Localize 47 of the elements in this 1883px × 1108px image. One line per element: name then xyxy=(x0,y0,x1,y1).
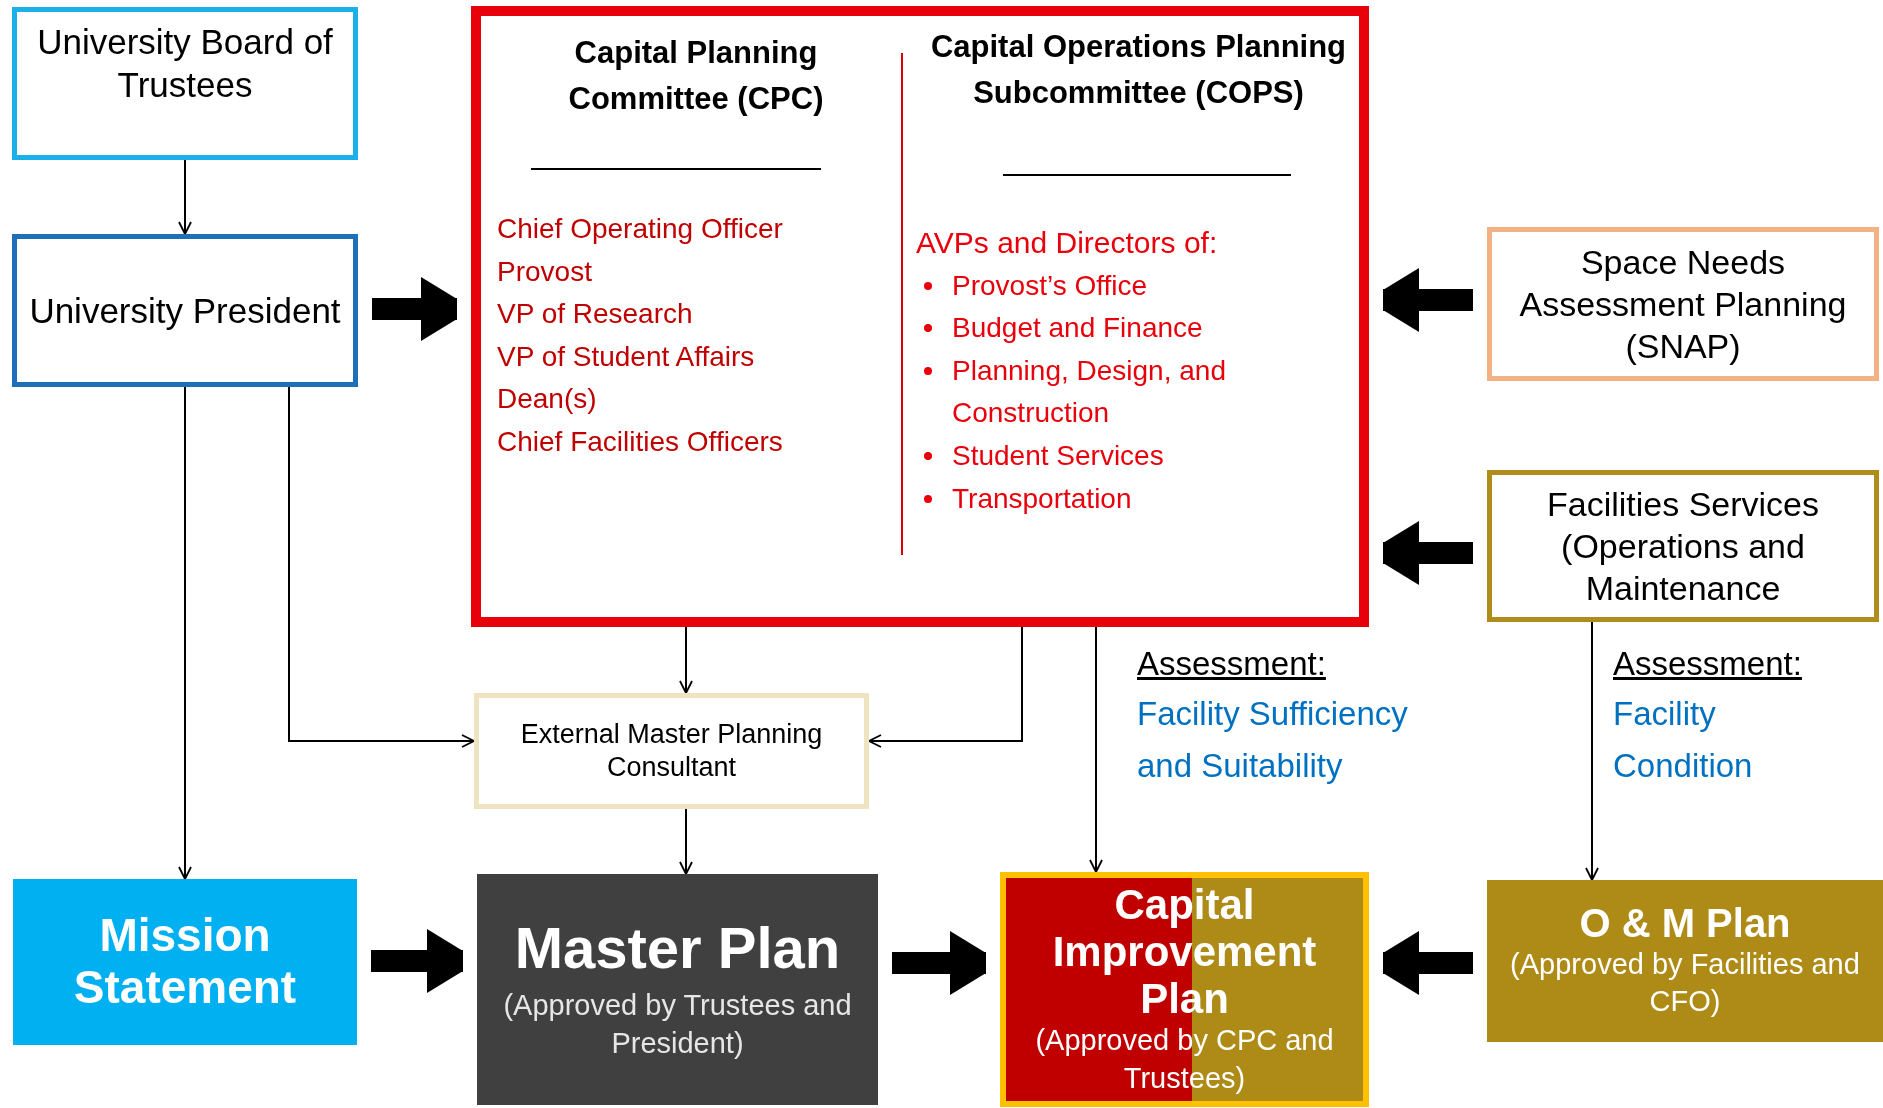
committee-heading: Capital Planning Committee (CPC) xyxy=(567,34,825,118)
member-name: VP of Student Affairs xyxy=(496,339,756,374)
node-label: Space Needs Assessment Planning (SNAP) xyxy=(1518,241,1848,368)
arrow xyxy=(679,808,693,875)
list-item: Planning, Design, and Construction xyxy=(916,349,1282,435)
arrow xyxy=(679,626,693,694)
plan-title: Master Plan xyxy=(514,916,841,982)
node-label: Facilities Services (Operations and Maintenance xyxy=(1545,483,1821,610)
assessment-note: Facility Sufficiency and Suitability xyxy=(1137,694,1409,786)
approval-note: (Approved by Facilities and CFO) xyxy=(1509,946,1861,1020)
arrow xyxy=(288,386,475,748)
committee-panel xyxy=(471,6,1369,627)
process-box xyxy=(12,7,358,160)
member-name: Dean(s) xyxy=(496,382,598,417)
plan-box xyxy=(477,874,878,1105)
plan-box xyxy=(13,879,357,1045)
list-item: Provost’s Office xyxy=(916,264,1282,308)
member-name: Provost xyxy=(496,254,593,289)
node-label: University Board of Trustees xyxy=(36,21,334,107)
approval-note: (Approved by Trustees and President) xyxy=(502,988,853,1061)
plan-title: Capital Improvement Plan xyxy=(1051,881,1318,1023)
arrow xyxy=(178,159,192,235)
member-name: Chief Operating Officer xyxy=(496,212,784,246)
list-item: Student Services xyxy=(916,434,1282,478)
list-heading: AVPs and Directors of: xyxy=(916,225,1219,261)
plan-title: O & M Plan xyxy=(1579,900,1791,946)
plan-box xyxy=(1487,880,1883,1042)
node-label: University President xyxy=(29,289,341,332)
arrow xyxy=(1585,621,1599,881)
list-item: Budget and Finance xyxy=(916,307,1282,350)
plan-title: Mission Statement xyxy=(72,910,298,1014)
section-heading: Assessment: xyxy=(1613,644,1803,684)
process-box xyxy=(12,234,358,387)
member-name: Chief Facilities Officers xyxy=(496,424,784,459)
arrow xyxy=(1089,626,1103,873)
arrow xyxy=(868,626,1023,748)
assessment-note: Facility Condition xyxy=(1613,694,1754,786)
member-name: VP of Research xyxy=(496,297,694,332)
arrow xyxy=(178,386,192,880)
section-heading: Assessment: xyxy=(1137,644,1327,684)
plan-box xyxy=(1000,872,1369,1107)
node-label: External Master Planning Consultant xyxy=(519,717,824,784)
process-box xyxy=(1487,227,1879,381)
list-item: Transportation xyxy=(916,477,1282,521)
process-box xyxy=(1487,470,1879,622)
committee-heading: Capital Operations Planning Subcommittee (COPS) xyxy=(929,28,1348,112)
process-box xyxy=(474,693,869,809)
